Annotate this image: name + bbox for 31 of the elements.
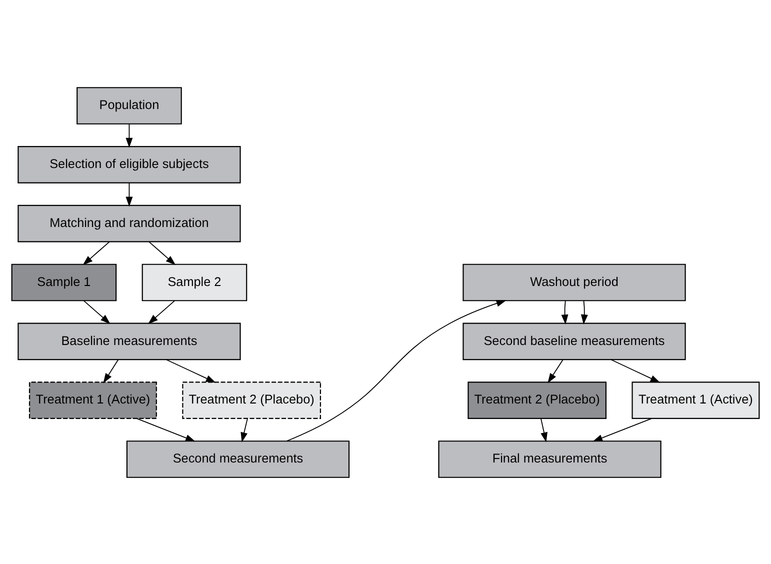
arrow [103,358,119,383]
arrow [286,300,506,441]
arrow [166,358,216,382]
node-box: Second baseline measurements [462,322,686,360]
node-box: Selection of eligible subjects [18,146,241,183]
node-box: Baseline measurements [18,322,241,360]
arrow [610,358,660,382]
node-box: Sample 1 [11,263,117,301]
node-box: Final measurements [438,440,662,478]
arrow [580,300,588,324]
node-box: Washout period [462,263,686,301]
node-box: Population [76,86,182,124]
node-box: Treatment 1 (Active) [632,381,760,418]
arrow [561,300,568,324]
arrow [540,418,548,442]
arrow [126,182,133,206]
node-box: Sample 2 [142,263,248,301]
node-box: Treatment 2 (Placebo) [468,381,607,418]
node-box: Treatment 1 (Active) [28,381,157,418]
arrow [548,358,564,383]
arrow [148,300,175,324]
arrow [83,300,110,324]
arrow [240,418,248,442]
node-box: Second measurements [126,440,350,478]
arrow [82,240,110,265]
arrow [148,240,176,265]
node-box: Matching and randomization [18,204,241,242]
arrow [592,418,652,442]
arrow [126,123,133,148]
arrow [136,418,196,442]
node-box: Treatment 2 (Placebo) [182,381,321,418]
